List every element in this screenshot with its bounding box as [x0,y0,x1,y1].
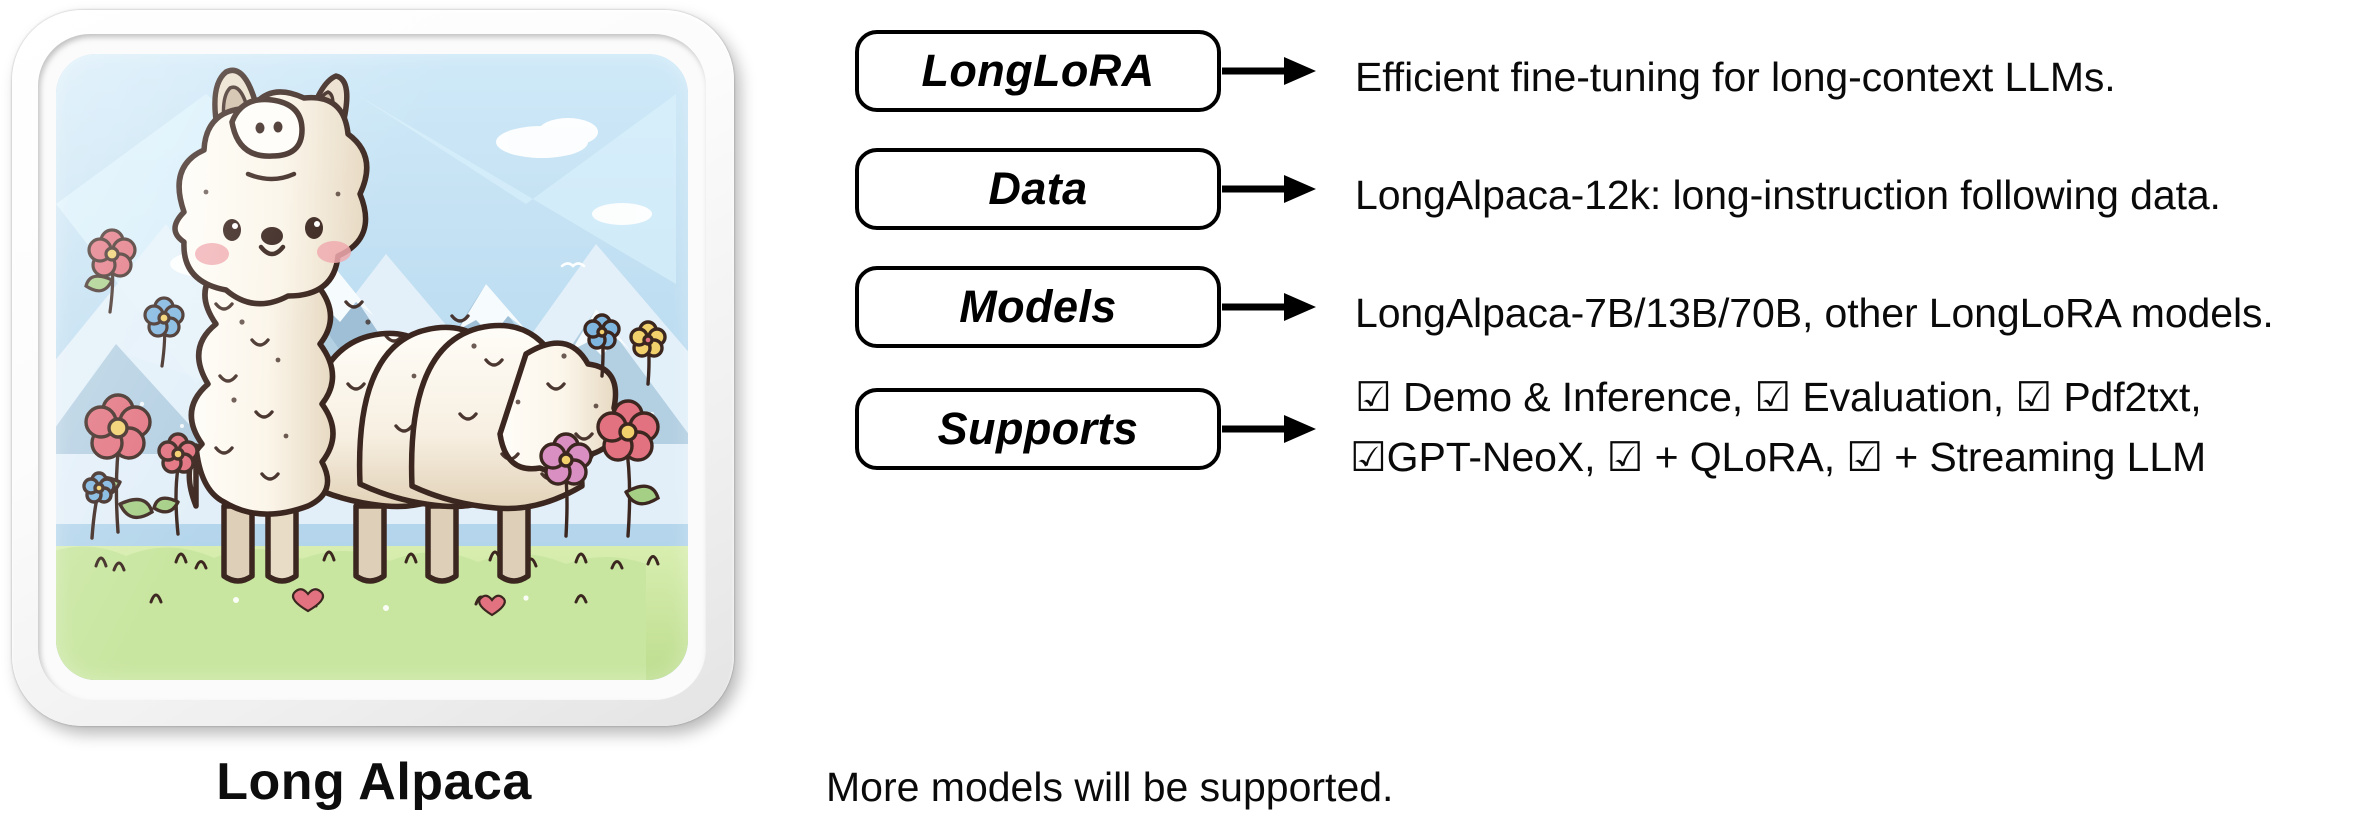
flow-row: Data LongAlpaca-12k: long-instruction fo… [760,148,2377,230]
tag-label: Data [988,163,1088,214]
flow-row: Supports ☑ Demo & Inference, ☑ Evaluatio… [760,374,2377,480]
arrow-right-icon [1222,290,1318,324]
tag-box-supports[interactable]: Supports [855,388,1221,470]
row-description-line-2: ☑GPT-NeoX, ☑ + QLoRA, ☑ + Streaming LLM [1350,434,2207,480]
arrow-right-icon [1222,54,1318,88]
row-description: LongAlpaca-12k: long-instruction followi… [1355,172,2221,218]
tag-box-data[interactable]: Data [855,148,1221,230]
alpaca-illustration-svg [56,54,688,680]
flow-row: LongLoRA Efficient fine-tuning for long-… [760,30,2377,112]
footnote-text: More models will be supported. [826,764,1394,810]
alpaca-illustration [56,54,688,680]
flow-panel: LongLoRA Efficient fine-tuning for long-… [760,0,2377,840]
flow-row: Models LongAlpaca-7B/13B/70B, other Long… [760,266,2377,348]
row-description: Efficient fine-tuning for long-context L… [1355,54,2116,100]
tag-label: Models [959,281,1117,332]
tag-box-longlora[interactable]: LongLoRA [855,30,1221,112]
tag-label: Supports [937,403,1139,454]
artwork-panel: Long Alpaca [0,0,760,840]
tag-box-models[interactable]: Models [855,266,1221,348]
tag-label: LongLoRA [921,45,1155,96]
row-description: LongAlpaca-7B/13B/70B, other LongLoRA mo… [1355,290,2274,336]
photo-frame [12,10,734,726]
artwork-caption: Long Alpaca [216,753,532,811]
row-description-line-1: ☑ Demo & Inference, ☑ Evaluation, ☑ Pdf2… [1355,374,2202,420]
arrow-right-icon [1222,412,1318,446]
arrow-right-icon [1222,172,1318,206]
